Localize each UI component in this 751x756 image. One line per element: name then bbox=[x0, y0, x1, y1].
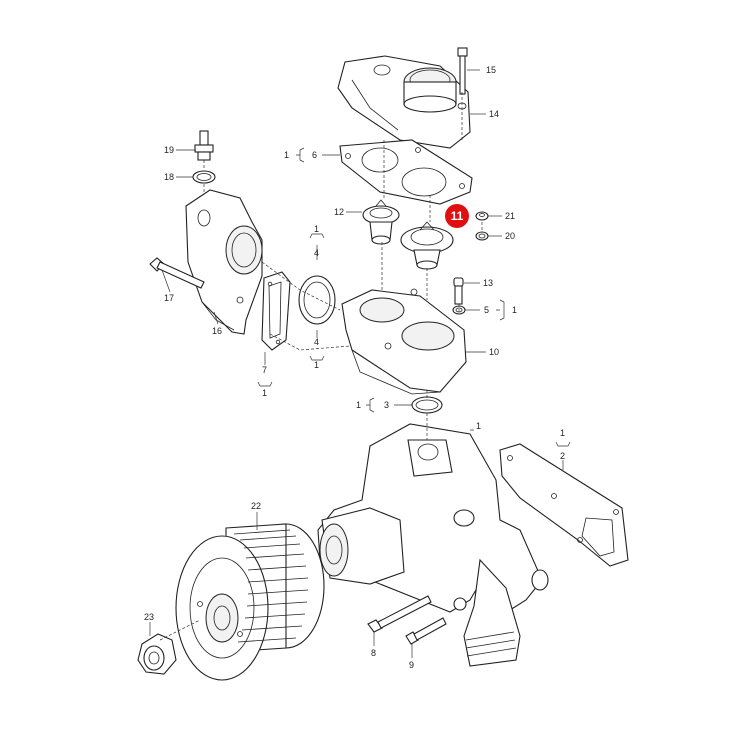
part-outlet-housing-16[interactable] bbox=[185, 189, 263, 335]
part-bolt-15[interactable] bbox=[457, 47, 468, 95]
part-nut-21[interactable] bbox=[475, 211, 489, 221]
label-7-parent: 1 bbox=[262, 388, 267, 398]
label-18: 18 bbox=[164, 172, 174, 182]
part-thermostat-12[interactable] bbox=[362, 199, 400, 245]
part-ring-18[interactable] bbox=[192, 170, 216, 184]
label-3: 3 bbox=[384, 400, 389, 410]
part-screw-13[interactable] bbox=[453, 277, 464, 305]
leader-lines bbox=[149, 69, 571, 658]
label-5: 5 bbox=[484, 305, 489, 315]
part-thermostat-cover[interactable] bbox=[337, 55, 471, 149]
part-fitting-19[interactable] bbox=[194, 130, 214, 161]
label-7: 7 bbox=[262, 365, 267, 375]
label-14: 14 bbox=[489, 109, 499, 119]
part-gasket-6[interactable] bbox=[339, 139, 473, 205]
label-1: 1 bbox=[476, 421, 481, 431]
label-9: 9 bbox=[409, 660, 414, 670]
label-4-top-parent: 1 bbox=[314, 224, 319, 234]
part-washer-20[interactable] bbox=[475, 231, 489, 241]
label-21: 21 bbox=[505, 211, 515, 221]
label-15: 15 bbox=[486, 65, 496, 75]
assembly-lines bbox=[159, 92, 483, 641]
label-4-bottom-parent: 1 bbox=[314, 360, 319, 370]
label-6: 6 bbox=[312, 150, 317, 160]
part-hub-nut-23[interactable] bbox=[137, 633, 177, 675]
label-2: 2 bbox=[560, 451, 565, 461]
highlight-marker bbox=[445, 204, 469, 228]
part-bolt-17[interactable] bbox=[149, 257, 205, 289]
label-10: 10 bbox=[489, 347, 499, 357]
part-labels: 15 14 1 6 12 21 20 13 5 1 10 1 3 19 18 1… bbox=[144, 65, 565, 670]
part-thermostat-11[interactable] bbox=[400, 221, 454, 270]
label-3-parent: 1 bbox=[356, 400, 361, 410]
label-13: 13 bbox=[483, 278, 493, 288]
part-gasket-7[interactable] bbox=[261, 271, 291, 351]
part-oring-3[interactable] bbox=[411, 396, 443, 414]
highlight-callout-11[interactable]: 11 bbox=[445, 204, 469, 228]
label-17: 17 bbox=[164, 293, 174, 303]
label-22: 22 bbox=[251, 501, 261, 511]
highlight-label: 11 bbox=[451, 209, 464, 223]
label-12: 12 bbox=[334, 207, 344, 217]
label-20: 20 bbox=[505, 231, 515, 241]
label-23: 23 bbox=[144, 612, 154, 622]
label-2-parent: 1 bbox=[560, 428, 565, 438]
label-5-parent: 1 bbox=[512, 305, 517, 315]
part-gasket-2[interactable] bbox=[499, 443, 629, 567]
label-4-top: 4 bbox=[314, 248, 319, 258]
label-8: 8 bbox=[371, 648, 376, 658]
label-6-parent: 1 bbox=[284, 150, 289, 160]
part-bolt-8[interactable] bbox=[367, 595, 432, 633]
label-19: 19 bbox=[164, 145, 174, 155]
part-water-pump-1[interactable] bbox=[317, 423, 549, 667]
part-seal-4[interactable] bbox=[298, 275, 336, 325]
label-4-bottom: 4 bbox=[314, 337, 319, 347]
part-thermostat-housing-10[interactable] bbox=[341, 288, 467, 395]
label-16: 16 bbox=[212, 326, 222, 336]
part-bolt-9[interactable] bbox=[405, 617, 447, 645]
part-pulley-22[interactable] bbox=[175, 523, 325, 681]
